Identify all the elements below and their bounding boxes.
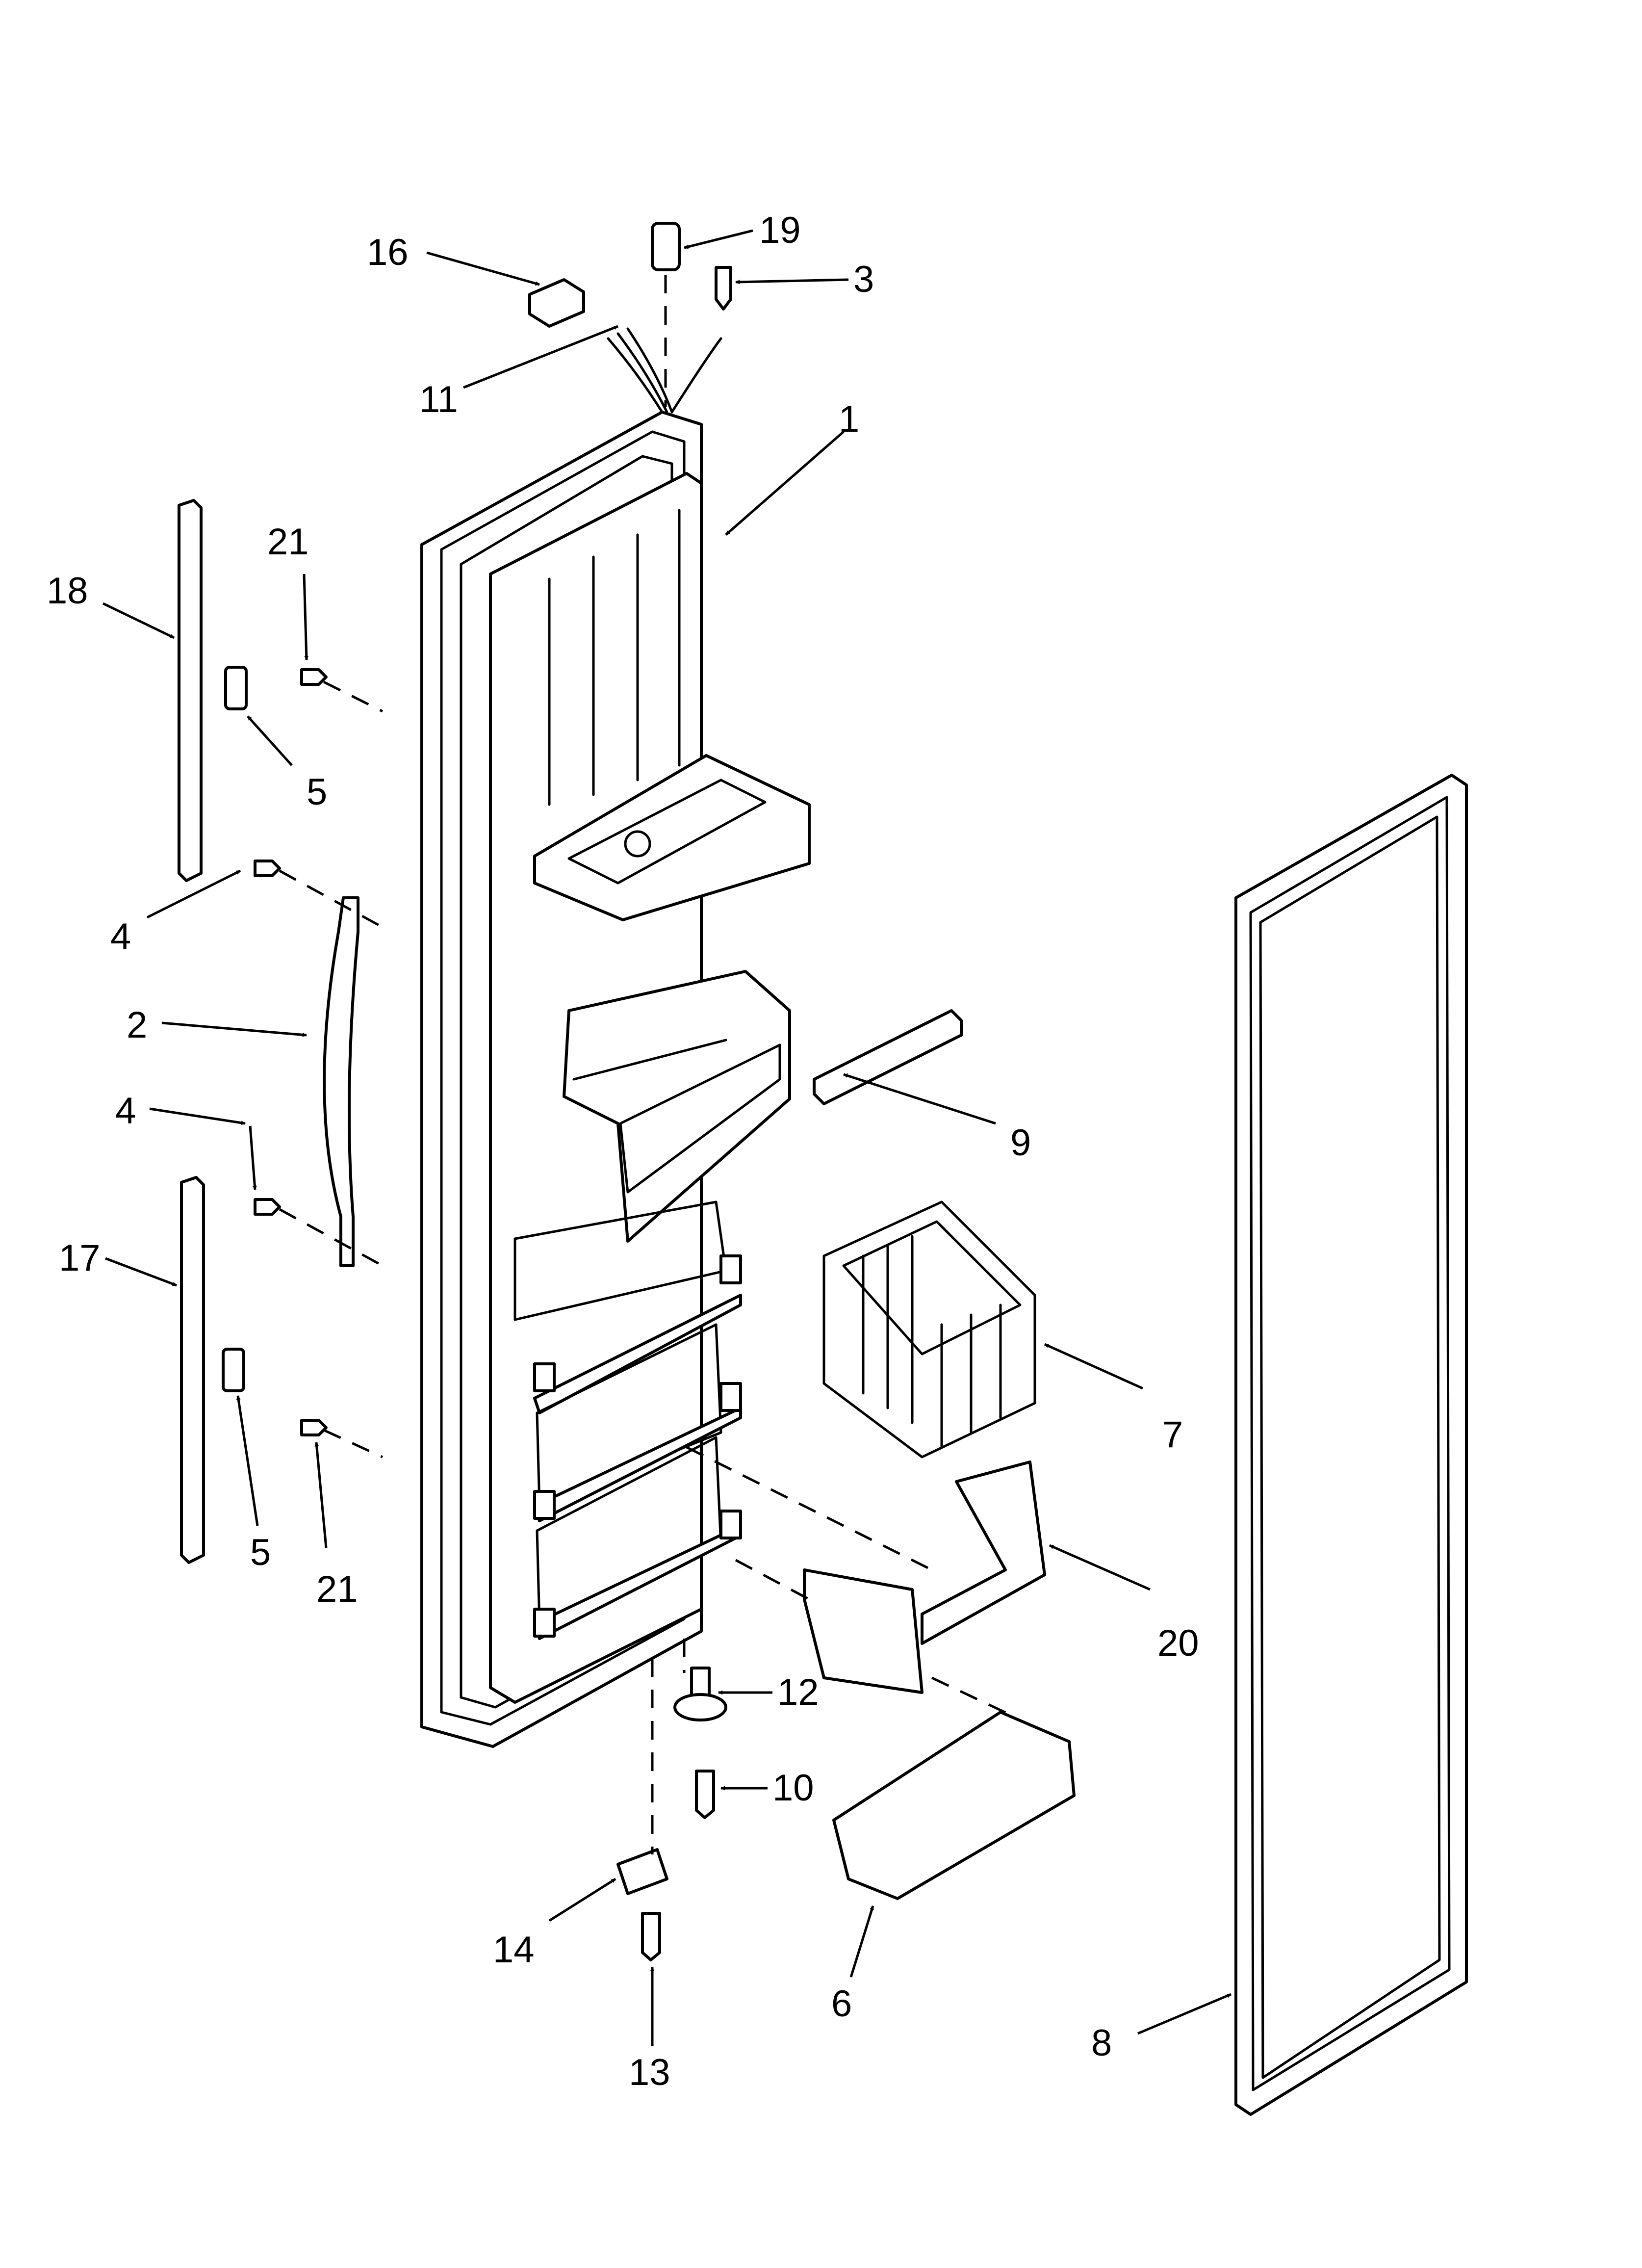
- callout-13: 13: [629, 2052, 670, 2093]
- door-bin-part-20: [803, 1460, 1046, 1694]
- callout-4-upper: 4: [110, 916, 131, 958]
- callout-10: 10: [772, 1767, 814, 1809]
- door-gasket-part-8: [1234, 774, 1468, 2116]
- callout-4-lower: 4: [115, 1090, 136, 1132]
- callout-8: 8: [1091, 2022, 1112, 2064]
- trim-strip-part-17: [180, 1176, 205, 1564]
- clip-part-5-lower: [222, 1348, 245, 1392]
- screw-part-3: [715, 266, 732, 311]
- callout-11: 11: [419, 379, 458, 420]
- screw-part-4-lower: [254, 1198, 281, 1216]
- wire-harness-part-11: [607, 327, 722, 414]
- rail-part-9: [813, 1009, 963, 1105]
- screw-part-4-upper: [254, 860, 281, 877]
- callout-18: 18: [47, 570, 88, 612]
- hinge-bracket-part-14: [616, 1848, 668, 1895]
- hinge-pin-part-12: [673, 1667, 727, 1721]
- wire-basket-part-7: [822, 1200, 1036, 1459]
- switch-button-part-19: [651, 222, 681, 271]
- callout-5-upper: 5: [307, 771, 327, 813]
- callout-6: 6: [831, 1983, 852, 2025]
- callout-19: 19: [759, 209, 801, 251]
- callout-7: 7: [1162, 1414, 1183, 1456]
- screw-part-21-upper: [300, 668, 328, 686]
- trim-strip-part-18: [178, 499, 203, 882]
- wire-connector-part-16: [528, 278, 585, 328]
- clip-part-5-upper: [224, 666, 248, 710]
- door-handle-part-2: [323, 896, 359, 1267]
- callout-17: 17: [59, 1237, 101, 1279]
- callout-21-upper: 21: [267, 521, 309, 563]
- screw-part-13: [641, 1912, 661, 1961]
- callout-14: 14: [493, 1929, 535, 1971]
- screw-part-10: [695, 1770, 715, 1819]
- callout-12: 12: [777, 1671, 819, 1713]
- callout-1: 1: [839, 398, 859, 440]
- callout-20: 20: [1157, 1622, 1199, 1664]
- callout-21-lower: 21: [316, 1568, 358, 1610]
- callout-3: 3: [853, 259, 874, 300]
- screw-part-21-lower: [300, 1419, 328, 1436]
- callout-5-lower: 5: [250, 1532, 271, 1573]
- door-liner-part-1: [420, 411, 811, 1748]
- door-bin-part-6: [832, 1711, 1076, 1900]
- callout-9: 9: [1010, 1122, 1031, 1164]
- callout-16: 16: [367, 232, 409, 273]
- callout-2: 2: [127, 1004, 147, 1046]
